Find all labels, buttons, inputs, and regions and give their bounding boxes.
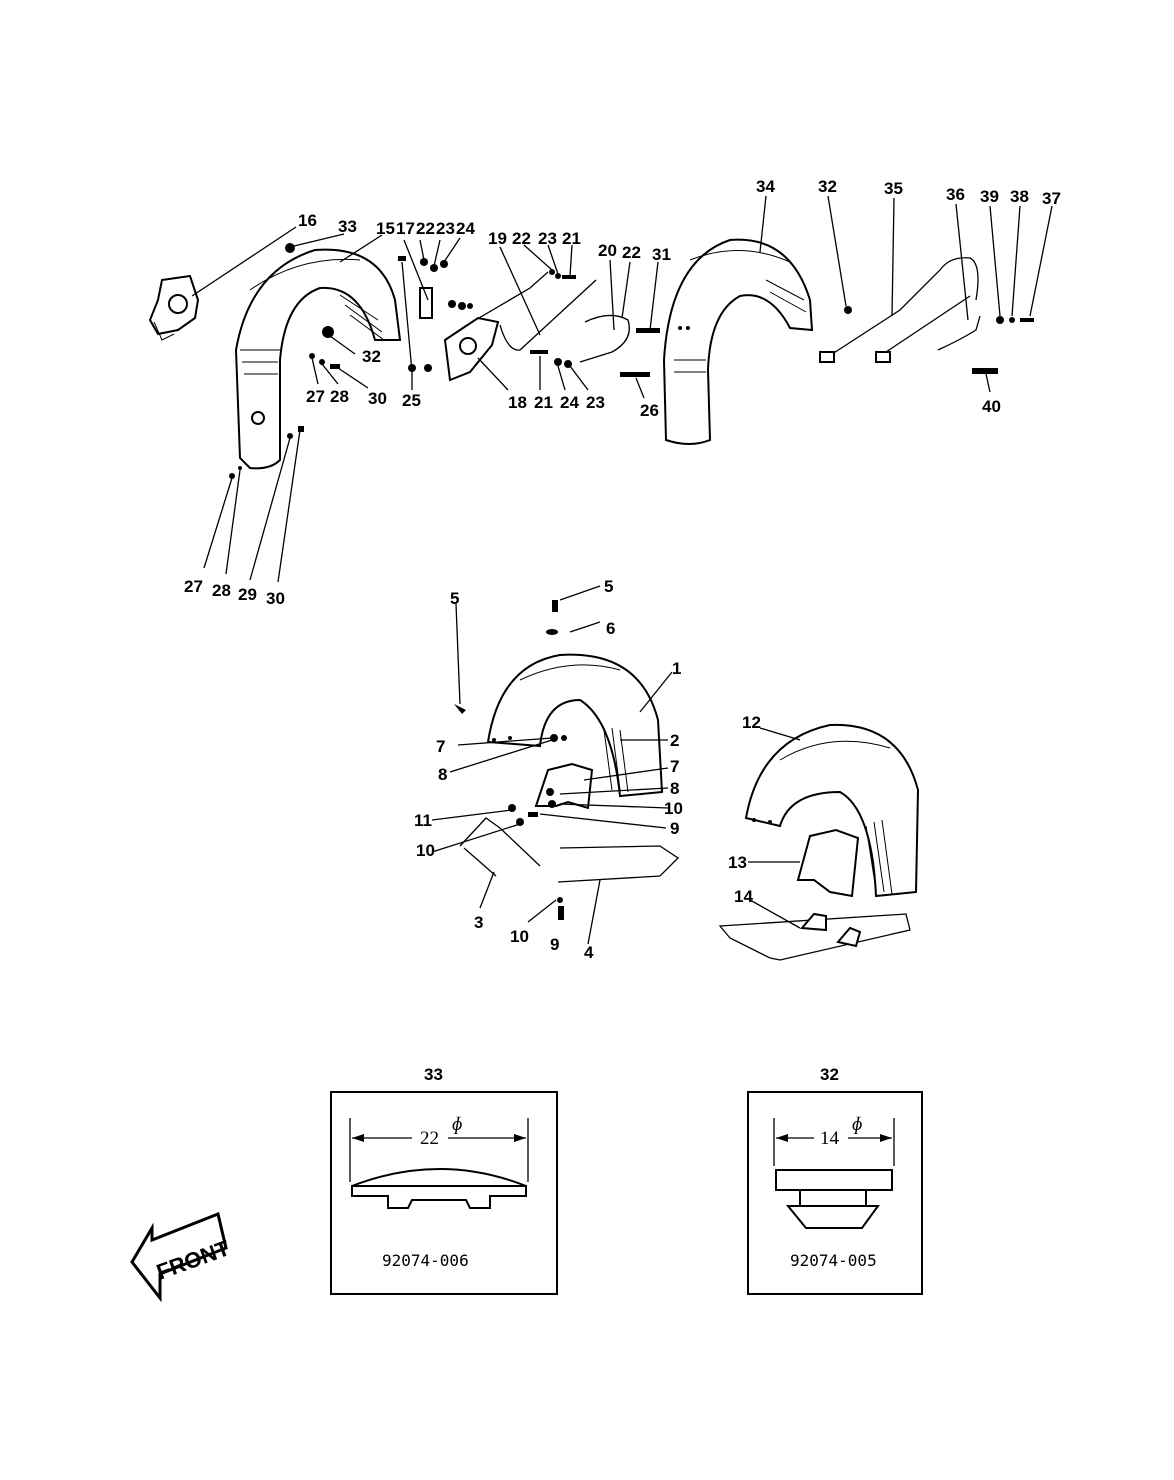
part-15-rear-fender [234, 248, 402, 470]
callout-24a: 24 [456, 219, 475, 238]
callout-40: 40 [982, 397, 1001, 416]
dimension-22: 22 [420, 1128, 439, 1149]
part-3-stay [459, 817, 541, 877]
callout-27a: 27 [306, 387, 325, 406]
detail-box-32: 32 14 ɸ 92074-005 [747, 1065, 923, 1295]
callout-12: 12 [742, 713, 761, 732]
callout-10a: 10 [664, 799, 683, 818]
callout-38: 38 [1010, 187, 1029, 206]
callout-22c: 22 [622, 243, 641, 262]
callout-5a: 5 [450, 589, 459, 608]
callout-8a: 8 [438, 765, 447, 784]
callout-13: 13 [728, 853, 747, 872]
part-13-bracket [796, 828, 860, 898]
part-34-fender [662, 238, 814, 445]
callout-9a: 9 [670, 819, 679, 838]
callout-14: 14 [734, 887, 753, 906]
callout-30b: 30 [266, 589, 285, 608]
callout-4: 4 [584, 943, 594, 962]
part-16-bracket [148, 274, 200, 341]
part-20-stay [579, 314, 630, 363]
callout-10c: 10 [510, 927, 529, 946]
callout-22b: 22 [512, 229, 531, 248]
rear-hardware [229, 243, 660, 479]
callout-7b: 7 [670, 757, 679, 776]
callout-34: 34 [756, 177, 775, 196]
callout-23c: 23 [586, 393, 605, 412]
callout-35: 35 [884, 179, 903, 198]
part-number-92074-006: 92074-006 [382, 1251, 469, 1270]
part-2-bracket [534, 762, 594, 810]
callout-24b: 24 [560, 393, 579, 412]
callout-25: 25 [402, 391, 421, 410]
callout-36: 36 [946, 185, 965, 204]
detail-frame-32 [747, 1091, 923, 1295]
callout-8b: 8 [670, 779, 679, 798]
callout-29: 29 [238, 585, 257, 604]
leader-lines-rear [191, 226, 659, 583]
detail-frame-33 [330, 1091, 558, 1295]
detail-box-33: 33 22 ɸ 92074-006 [330, 1065, 558, 1295]
callout-31: 31 [652, 245, 671, 264]
callout-numbers: 16 33 15 17 22 23 24 19 22 23 21 20 22 3… [184, 177, 1061, 962]
callout-23b: 23 [538, 229, 557, 248]
part-4-stay [557, 845, 680, 883]
callout-20: 20 [598, 241, 617, 260]
callout-39: 39 [980, 187, 999, 206]
callout-15: 15 [376, 219, 395, 238]
part-14-carrier [718, 912, 911, 961]
callout-6: 6 [606, 619, 615, 638]
callout-7a: 7 [436, 737, 445, 756]
leader-lines-front-upper [759, 195, 1053, 393]
callout-32b: 32 [818, 177, 837, 196]
callout-32a: 32 [362, 347, 381, 366]
callout-28a: 28 [330, 387, 349, 406]
callout-11: 11 [414, 811, 432, 830]
callout-30a: 30 [368, 389, 387, 408]
callout-21a: 21 [562, 229, 581, 248]
callout-37: 37 [1042, 189, 1061, 208]
part-36-stay [937, 315, 981, 351]
leader-lines-middle [431, 585, 673, 945]
dimension-14: 14 [820, 1128, 840, 1149]
middle-hardware [454, 600, 567, 920]
part-12-fender [744, 723, 920, 898]
diameter-symbol-icon: ɸ [852, 1114, 862, 1135]
callout-22a: 22 [416, 219, 435, 238]
detail-ref-32: 32 [820, 1065, 839, 1084]
part-35-stay [819, 257, 979, 363]
callout-1: 1 [672, 659, 681, 678]
front-arrow-icon: FRONT [130, 1211, 233, 1303]
callout-16: 16 [298, 211, 317, 230]
callout-27b: 27 [184, 577, 203, 596]
detail-ref-33: 33 [424, 1065, 443, 1084]
callout-28b: 28 [212, 581, 231, 600]
callout-10b: 10 [416, 841, 435, 860]
callout-21b: 21 [534, 393, 553, 412]
front-upper-hardware [844, 306, 1034, 374]
callout-17: 17 [396, 219, 415, 238]
callout-18: 18 [508, 393, 527, 412]
callout-5b: 5 [604, 577, 613, 596]
callout-23a: 23 [436, 219, 455, 238]
callout-2: 2 [670, 731, 679, 750]
diameter-symbol-icon: ɸ [452, 1114, 462, 1135]
callout-19: 19 [488, 229, 507, 248]
callout-33a: 33 [338, 217, 357, 236]
part-19-stay [461, 271, 597, 351]
part-number-92074-005: 92074-005 [790, 1251, 877, 1270]
part-1-fender [486, 653, 664, 798]
callout-9b: 9 [550, 935, 559, 954]
callout-3: 3 [474, 913, 483, 932]
callout-26: 26 [640, 401, 659, 420]
leader-lines-right-middle [748, 727, 801, 929]
